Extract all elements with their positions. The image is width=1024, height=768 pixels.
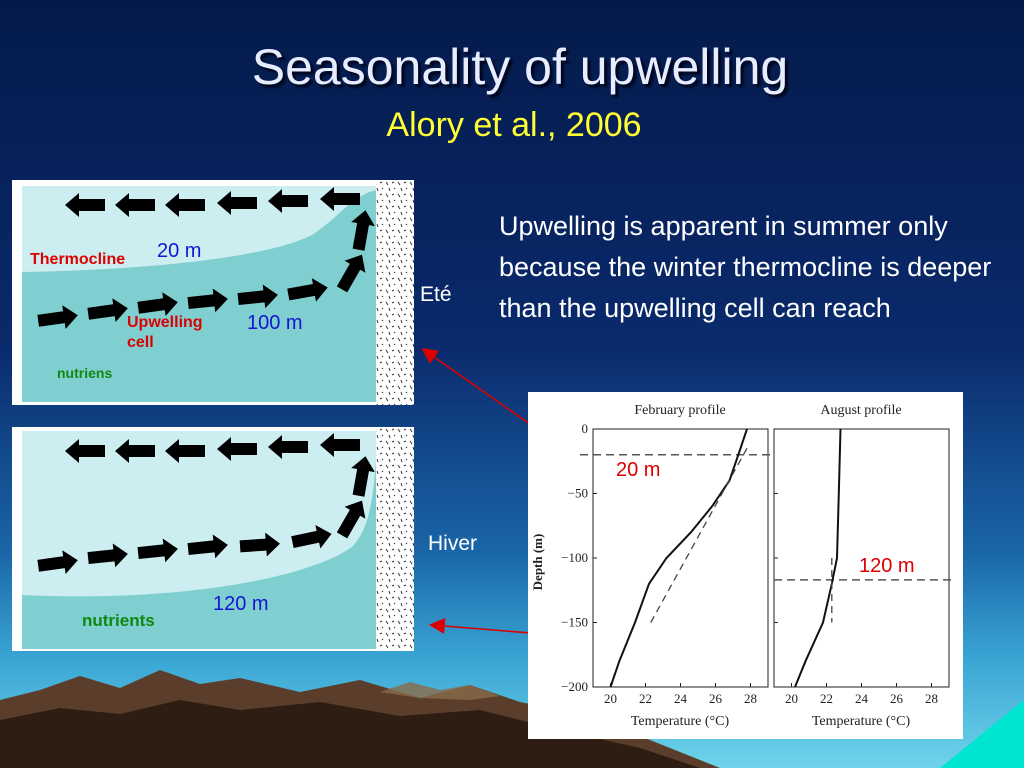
summer-depth-20m: 20 m [157, 240, 202, 262]
y-axis-label: Depth (m) [530, 534, 545, 591]
summer-season-label: Eté [420, 283, 452, 306]
x-tick-label: 24 [674, 691, 688, 706]
mountain-landscape [0, 670, 1024, 768]
slide-title: Seasonality of upwelling [251, 39, 789, 95]
winter-season-label: Hiver [428, 532, 478, 555]
aug-annotation-120m: 120 m [859, 555, 915, 577]
temperature-profile-line [794, 428, 842, 688]
left-panel-title: February profile [634, 403, 725, 418]
y-tick-label: −100 [561, 550, 588, 565]
temperature-profile-line [609, 428, 748, 688]
y-tick-label: −200 [561, 679, 588, 694]
x-tick-label: 22 [639, 691, 652, 706]
summer-nutrients-label: nutriens [57, 365, 113, 381]
x-tick-label: 20 [785, 691, 798, 706]
temperature-profile-chart: February profile August profile Depth (m… [528, 392, 963, 739]
x-tick-label: 26 [709, 691, 723, 706]
x-tick-label: 28 [744, 691, 757, 706]
x-tick-label: 24 [855, 691, 869, 706]
right-panel-title: August profile [820, 403, 901, 418]
x-tick-label: 20 [604, 691, 617, 706]
dashed-profile-line [650, 447, 748, 623]
upwelling-cell-label: Upwelling cell [127, 314, 203, 351]
y-tick-label: 0 [582, 421, 589, 436]
feb-annotation-20m: 20 m [616, 459, 661, 481]
x-tick-label: 26 [890, 691, 904, 706]
thermocline-label: Thermocline [30, 251, 126, 268]
y-tick-label: −150 [561, 615, 588, 630]
left-x-axis-label: Temperature (°C) [631, 714, 730, 729]
body-text: Upwelling is apparent in summer only bec… [499, 211, 992, 323]
summer-depth-100m: 100 m [247, 312, 303, 334]
winter-nutrients-label: nutrients [82, 611, 155, 630]
winter-depth-120m: 120 m [213, 593, 269, 615]
x-tick-label: 22 [820, 691, 833, 706]
winter-upwelling-diagram [12, 427, 414, 651]
x-tick-label: 28 [925, 691, 938, 706]
slide-subtitle: Alory et al., 2006 [386, 106, 642, 144]
y-tick-label: −50 [568, 486, 588, 501]
right-x-axis-label: Temperature (°C) [812, 714, 911, 729]
